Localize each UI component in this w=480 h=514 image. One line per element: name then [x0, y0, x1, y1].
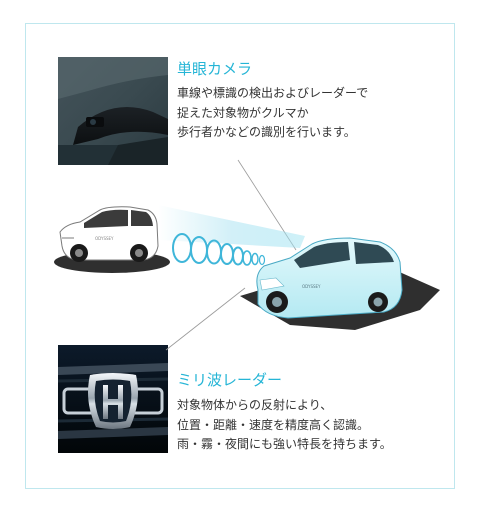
radar-line: 対象物体からの反射により、 — [177, 398, 333, 412]
camera-beam — [158, 205, 305, 248]
radar-title: ミリ波レーダー — [177, 371, 283, 389]
target-car: ODYSSEY — [256, 237, 403, 319]
camera-title: 単眼カメラ — [177, 60, 253, 78]
radar-line: 雨・霧・夜間にも強い特長を持ちます。 — [177, 437, 392, 451]
radar-description: 対象物体からの反射により、 位置・距離・速度を精度高く認識。 雨・霧・夜間にも強… — [177, 396, 392, 455]
radar-leader-line — [165, 287, 246, 351]
camera-line: 車線や標識の検出およびレーダーで — [177, 86, 369, 100]
camera-line: 歩行者かなどの識別を行います。 — [177, 125, 356, 139]
svg-text:ODYSSEY: ODYSSEY — [95, 236, 114, 241]
camera-photo — [58, 57, 168, 165]
camera-description: 車線や標識の検出およびレーダーで 捉えた対象物がクルマか 歩行者かなどの識別を行… — [177, 84, 368, 143]
camera-line: 捉えた対象物がクルマか — [177, 105, 309, 120]
svg-text:ODYSSEY: ODYSSEY — [302, 284, 321, 289]
left-car: ODYSSEY — [59, 206, 159, 262]
emblem-photo — [58, 345, 168, 453]
radar-line: 位置・距離・速度を精度高く認識。 — [177, 417, 370, 432]
radar-waves — [172, 233, 266, 266]
